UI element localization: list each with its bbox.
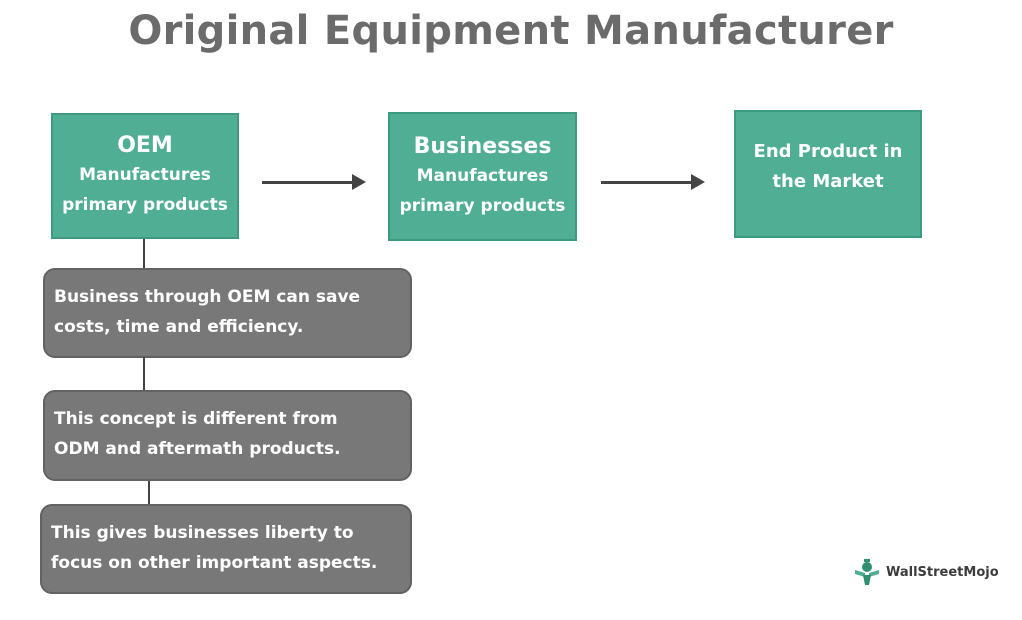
arrow-right-icon (601, 172, 705, 192)
businesses-box: Businesses Manufactures primary products (388, 112, 577, 241)
page-title: Original Equipment Manufacturer (128, 8, 894, 54)
end-product-box-label: End Product in the Market (753, 141, 903, 192)
businesses-box-heading: Businesses (413, 133, 552, 159)
brand-name: WallStreetMojo (886, 564, 999, 580)
oem-box: OEM Manufactures primary products (51, 113, 239, 239)
wallstreetmojo-logo-icon (855, 559, 879, 585)
brand-logo: WallStreetMojo (852, 557, 999, 587)
oem-box-heading: OEM (117, 133, 173, 158)
note-cost-savings: Business through OEM can save costs, tim… (43, 268, 412, 358)
note-focus-liberty: This gives businesses liberty to focus o… (40, 504, 412, 594)
connector-line (148, 481, 150, 505)
connector-line (143, 239, 145, 269)
connector-line (143, 357, 145, 391)
arrow-right-icon (262, 172, 366, 192)
oem-box-description: Manufactures primary products (62, 165, 228, 215)
note-odm-difference: This concept is different from ODM and a… (43, 390, 412, 481)
businesses-box-description: Manufactures primary products (399, 165, 566, 216)
end-product-box: End Product in the Market (734, 110, 922, 238)
